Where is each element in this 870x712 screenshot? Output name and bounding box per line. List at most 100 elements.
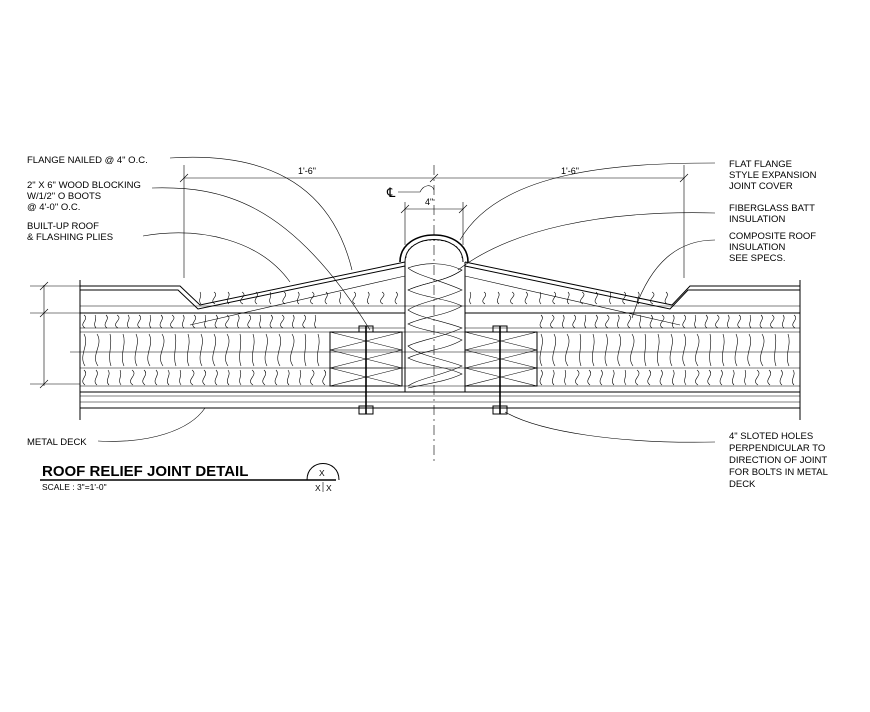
insulation-stroke: [212, 333, 217, 367]
insulation-stroke: [199, 333, 203, 367]
insulation-stroke: [719, 369, 723, 386]
insulation-stroke: [292, 314, 295, 329]
insulation-stroke: [182, 314, 185, 329]
insulation-stroke: [142, 369, 147, 386]
insulation-stroke: [605, 314, 610, 329]
insulation-stroke: [644, 333, 647, 367]
section-marker-bottom-right: X: [326, 483, 332, 493]
insulation-stroke: [707, 369, 712, 386]
insulation-stroke: [154, 369, 158, 386]
insulation-stroke: [594, 314, 598, 329]
insulation-stroke: [130, 369, 135, 386]
labels-left: FLANGE NAILED @ 4" O.C. 2" X 6" WOOD BLO…: [27, 155, 148, 448]
insulation-stroke: [731, 369, 735, 386]
centerline: ℄: [386, 165, 435, 462]
insulation-stroke: [127, 314, 130, 329]
insulation-stroke: [694, 314, 697, 329]
insulation-stroke: [119, 369, 122, 386]
insulation-stroke: [269, 314, 273, 329]
insulation-stroke: [240, 291, 245, 305]
insulation-stroke: [497, 291, 500, 305]
insulation-stroke: [749, 314, 752, 329]
insulation-stroke: [282, 291, 286, 305]
insulation-stroke: [137, 314, 142, 329]
insulation-stroke: [160, 333, 165, 367]
insulation-stroke: [669, 333, 673, 367]
label-fiberglass-1: FIBERGLASS BATT: [729, 203, 815, 214]
insulation-stroke: [166, 369, 170, 386]
label-wood-blocking-1: 2" X 6" WOOD BLOCKING: [27, 180, 141, 191]
label-metal-deck: METAL DECK: [27, 437, 87, 448]
insulation-stroke: [469, 291, 472, 305]
insulation-stroke: [174, 333, 177, 367]
insulation-stroke: [510, 291, 515, 305]
roof-assembly: [70, 261, 801, 420]
insulation-stroke: [786, 333, 790, 367]
insulation-stroke: [664, 291, 668, 305]
insulation-stroke: [672, 314, 675, 329]
insulation-stroke: [744, 369, 747, 386]
bolt-left: [358, 325, 374, 415]
insulation-stroke: [575, 369, 580, 386]
insulation-stroke: [227, 291, 230, 305]
insulation-stroke: [659, 369, 663, 386]
labels-right: FLAT FLANGE STYLE EXPANSION JOINT COVER …: [729, 159, 828, 490]
insulation-stroke: [734, 333, 738, 367]
insulation-stroke: [322, 369, 327, 386]
label-flange-nailed: FLANGE NAILED @ 4" O.C.: [27, 155, 148, 166]
insulation-stroke: [159, 314, 163, 329]
insulation-stroke: [695, 333, 700, 367]
insulation-stroke: [650, 291, 655, 305]
section-marker-bottom-left: X: [315, 483, 321, 493]
insulation-stroke: [82, 314, 87, 329]
insulation-stroke: [682, 314, 687, 329]
bolt-right: [492, 325, 508, 415]
insulation-stroke: [564, 369, 567, 386]
insulation-stroke: [239, 333, 242, 367]
label-composite-3: SEE SPECS.: [729, 253, 786, 264]
insulation-stroke: [104, 314, 108, 329]
insulation-stroke: [286, 369, 290, 386]
insulation-stroke: [82, 369, 87, 386]
insulation-stroke: [147, 333, 152, 367]
insulation-stroke: [627, 314, 632, 329]
insulation-stroke: [539, 291, 542, 305]
insulation-stroke: [352, 291, 356, 305]
insulation-stroke: [755, 369, 760, 386]
insulation-stroke: [251, 333, 255, 367]
fiberglass-batt: [404, 262, 466, 392]
insulation-stroke: [567, 291, 570, 305]
insulation-stroke: [264, 333, 268, 367]
insulation-stroke: [617, 333, 622, 367]
insulation-stroke: [779, 369, 783, 386]
insulation-stroke: [584, 314, 587, 329]
insulation-stroke: [552, 291, 556, 305]
insulation-stroke: [269, 291, 272, 305]
insulation-stroke: [247, 314, 252, 329]
insulation-stroke: [639, 314, 642, 329]
label-sloted-holes-5: DECK: [729, 479, 756, 490]
insulation-stroke: [572, 314, 577, 329]
insulation-stroke: [310, 291, 315, 305]
insulation-stroke: [304, 333, 307, 367]
insulation-stroke: [192, 314, 197, 329]
insulation-stroke: [237, 314, 240, 329]
insulation-stroke: [715, 314, 720, 329]
label-wood-blocking-2: W/1/2" O BOOTS: [27, 191, 101, 202]
dimension-right: 1'-6": [561, 166, 579, 176]
insulation-stroke: [551, 369, 555, 386]
insulation-stroke: [277, 333, 282, 367]
insulation-stroke: [239, 369, 242, 386]
insulation-stroke: [202, 369, 207, 386]
insulation-stroke: [565, 333, 570, 367]
insulation-stroke: [250, 369, 255, 386]
insulation-stroke: [782, 314, 785, 329]
insulation-stroke: [709, 333, 712, 367]
insulation-stroke: [617, 314, 620, 329]
insulation-stroke: [562, 314, 565, 329]
insulation-stroke: [721, 333, 725, 367]
insulation-stroke: [671, 369, 675, 386]
dimension-joint: 4": [400, 197, 468, 245]
insulation-stroke: [186, 333, 190, 367]
